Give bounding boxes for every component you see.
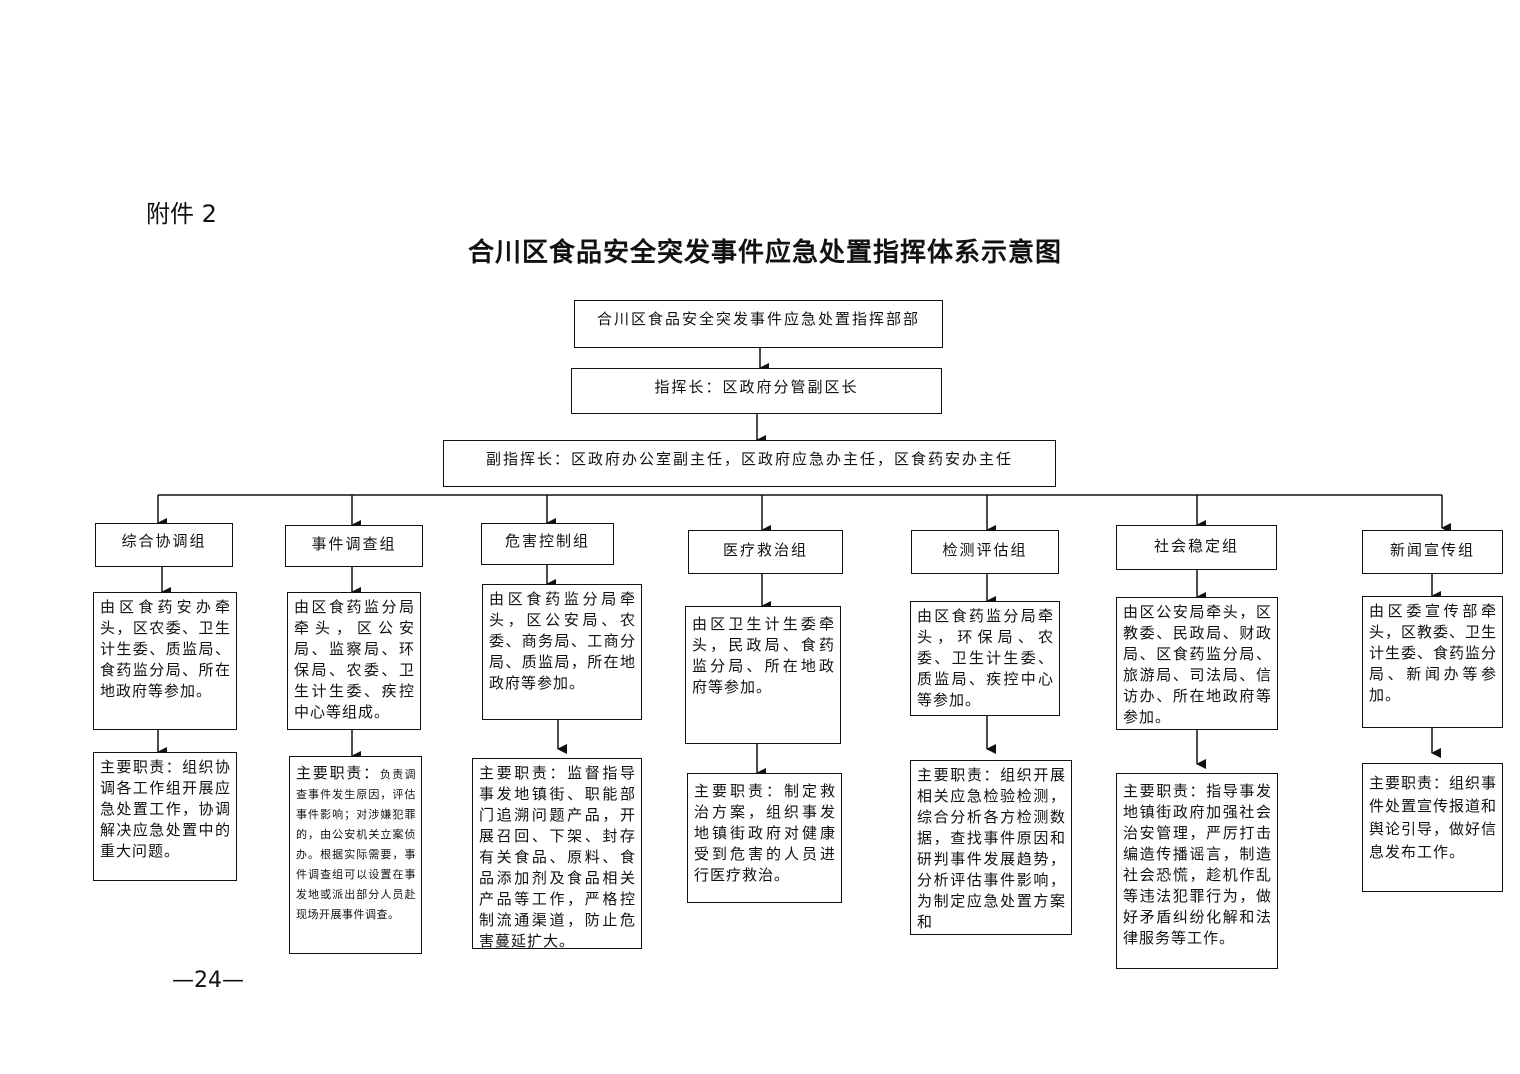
page-number: —24— (172, 968, 244, 993)
duties-coordination: 主要职责：组织协调各工作组开展应急处置工作，协调解决应急处置中的重大问题。 (93, 752, 237, 881)
commander-box: 指挥长：区政府分管副区长 (571, 368, 942, 414)
duties-medical: 主要职责：制定救治方案，组织事发地镇街政府对健康受到危害的人员进行医疗救治。 (687, 773, 842, 903)
members-stability: 由区公安局牵头，区教委、民政局、财政局、区食药监分局、旅游局、司法局、信访办、所… (1116, 597, 1278, 730)
group-name-investigation: 事件调查组 (285, 525, 423, 567)
duties-testing: 主要职责：组织开展相关应急检验检测，综合分析各方检测数据，查找事件原因和研判事件… (910, 760, 1072, 935)
hq-box: 合川区食品安全突发事件应急处置指挥部部 (574, 300, 943, 348)
duties-text: 主要职责：负责调查事件发生原因，评估事件影响；对涉嫌犯罪的，由公安机关立案侦办。… (296, 763, 416, 925)
group-name-hazard-control: 危害控制组 (481, 523, 614, 565)
group-name-medical: 医疗救治组 (688, 530, 843, 574)
group-name-coordination: 综合协调组 (95, 523, 233, 567)
attachment-label: 附件 2 (146, 200, 217, 228)
members-text: 由区委宣传部牵头，区教委、卫生计生委、食药监分局、新闻办等参加。 (1369, 602, 1498, 704)
members-text: 由区食药监分局牵头，环保局、农委、卫生计生委、质监局、疾控中心等参加。 (917, 607, 1054, 709)
duties-stability: 主要职责：指导事发地镇街政府加强社会治安管理，严厉打击编造传播谣言，制造社会恐慌… (1116, 773, 1278, 969)
duties-text: 主要职责：组织事件处置宣传报道和舆论引导，做好信息发布工作。 (1369, 774, 1498, 861)
members-investigation: 由区食药监分局牵头，区公安局、监察局、环保局、农委、卫生计生委、疾控中心等组成。 (287, 592, 421, 730)
duties-lead: 主要职责： (296, 764, 380, 782)
duties-investigation: 主要职责：负责调查事件发生原因，评估事件影响；对涉嫌犯罪的，由公安机关立案侦办。… (289, 756, 422, 954)
duties-body: 负责调查事件发生原因，评估事件影响；对涉嫌犯罪的，由公安机关立案侦办。根据实际需… (296, 768, 416, 921)
duties-text: 主要职责：组织开展相关应急检验检测，综合分析各方检测数据，查找事件原因和研判事件… (917, 766, 1066, 931)
duties-text: 主要职责：监督指导事发地镇街、职能部门追溯问题产品，开展召回、下架、封存有关食品… (479, 764, 636, 950)
duties-text: 主要职责：制定救治方案，组织事发地镇街政府对健康受到危害的人员进行医疗救治。 (694, 782, 836, 884)
page-title: 合川区食品安全突发事件应急处置指挥体系示意图 (467, 238, 1062, 268)
members-medical: 由区卫生计生委牵头，民政局、食药监分局、所在地政府等参加。 (685, 606, 841, 744)
members-text: 由区卫生计生委牵头，民政局、食药监分局、所在地政府等参加。 (692, 615, 835, 696)
group-name-testing: 检测评估组 (911, 530, 1059, 574)
members-coordination: 由区食药安办牵头，区农委、卫生计生委、质监局、食药监分局、所在地政府等参加。 (93, 592, 237, 730)
members-hazard-control: 由区食药监分局牵头，区公安局、农委、商务局、工商分局、质监局，所在地政府等参加。 (482, 584, 642, 720)
deputy-commander-box: 副指挥长：区政府办公室副主任，区政府应急办主任，区食药安办主任 (443, 440, 1056, 487)
duties-publicity: 主要职责：组织事件处置宣传报道和舆论引导，做好信息发布工作。 (1362, 763, 1503, 892)
members-text: 由区食药安办牵头，区农委、卫生计生委、质监局、食药监分局、所在地政府等参加。 (100, 598, 231, 700)
group-name-publicity: 新闻宣传组 (1362, 530, 1503, 574)
group-name-stability: 社会稳定组 (1116, 525, 1277, 570)
members-publicity: 由区委宣传部牵头，区教委、卫生计生委、食药监分局、新闻办等参加。 (1362, 596, 1503, 728)
duties-hazard-control: 主要职责：监督指导事发地镇街、职能部门追溯问题产品，开展召回、下架、封存有关食品… (472, 758, 642, 950)
members-text: 由区食药监分局牵头，区公安局、农委、商务局、工商分局、质监局，所在地政府等参加。 (489, 590, 636, 692)
members-text: 由区食药监分局牵头，区公安局、监察局、环保局、农委、卫生计生委、疾控中心等组成。 (294, 598, 415, 721)
members-testing: 由区食药监分局牵头，环保局、农委、卫生计生委、质监局、疾控中心等参加。 (910, 601, 1060, 716)
duties-text: 主要职责：组织协调各工作组开展应急处置工作，协调解决应急处置中的重大问题。 (100, 758, 231, 860)
members-text: 由区公安局牵头，区教委、民政局、财政局、区食药监分局、旅游局、司法局、信访办、所… (1123, 603, 1272, 726)
duties-text: 主要职责：指导事发地镇街政府加强社会治安管理，严厉打击编造传播谣言，制造社会恐慌… (1123, 782, 1272, 947)
